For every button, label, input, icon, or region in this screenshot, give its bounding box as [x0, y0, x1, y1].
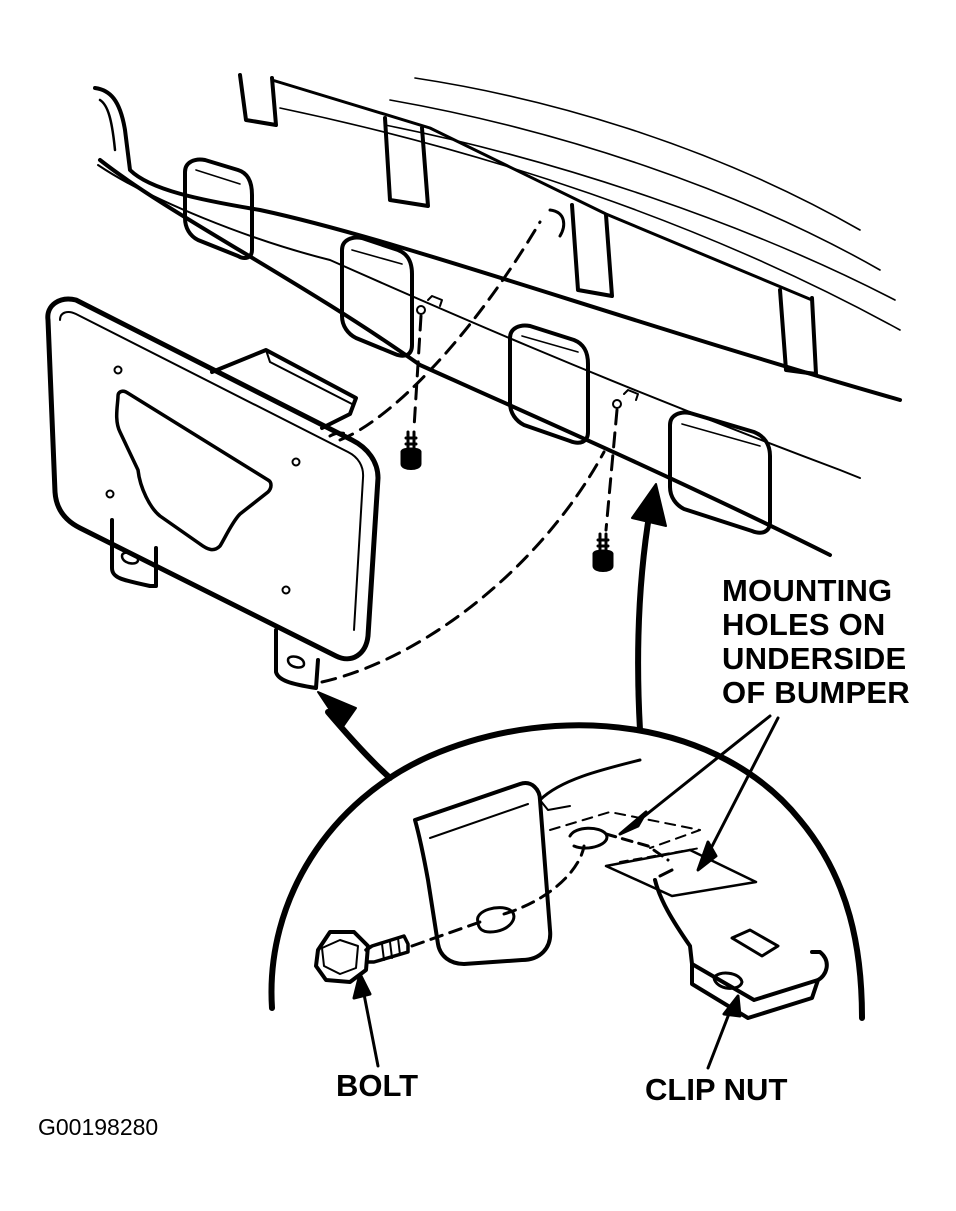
- mounting-holes-label: MOUNTING HOLES ON UNDERSIDE OF BUMPER: [722, 574, 910, 710]
- assembly-dashed-lines: [320, 220, 619, 684]
- callout-arrows: [317, 483, 667, 781]
- mounting-holes-label-line-3: UNDERSIDE: [722, 641, 907, 676]
- mounting-holes-label-line-4: OF BUMPER: [722, 675, 910, 710]
- bumper-top-edge: [93, 86, 902, 402]
- detail-circle: [268, 722, 865, 1021]
- grille-bars: [238, 73, 818, 376]
- bumper-pads: [183, 157, 772, 535]
- label-pointers: [352, 714, 780, 1070]
- bumper-mounting-holes: [416, 295, 639, 409]
- figure-code: G00198280: [38, 1114, 159, 1140]
- front-bumper: [93, 73, 902, 557]
- clip-nut-label: CLIP NUT: [645, 1072, 788, 1107]
- license-plate-bracket: [45, 296, 381, 690]
- mounting-holes-label-line-2: HOLES ON: [722, 607, 886, 642]
- mounting-holes-label-line-1: MOUNTING: [722, 573, 893, 608]
- bumper-bottom-edge: [98, 158, 832, 557]
- bolt-label: BOLT: [336, 1068, 419, 1103]
- detail-view: [268, 722, 865, 1021]
- upper-screws: [400, 430, 614, 572]
